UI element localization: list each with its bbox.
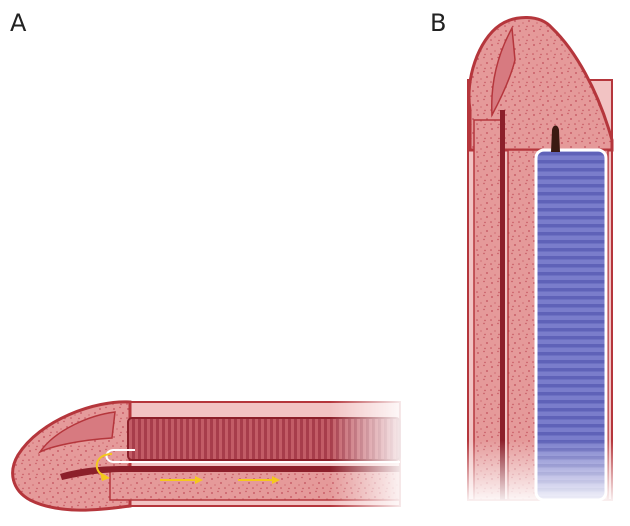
panel-a-diagram — [13, 395, 410, 515]
fade-overlay-b — [460, 440, 620, 506]
dark-tip-icon — [551, 126, 560, 153]
panel-b-diagram — [460, 17, 620, 506]
fade-overlay-a — [330, 395, 410, 515]
